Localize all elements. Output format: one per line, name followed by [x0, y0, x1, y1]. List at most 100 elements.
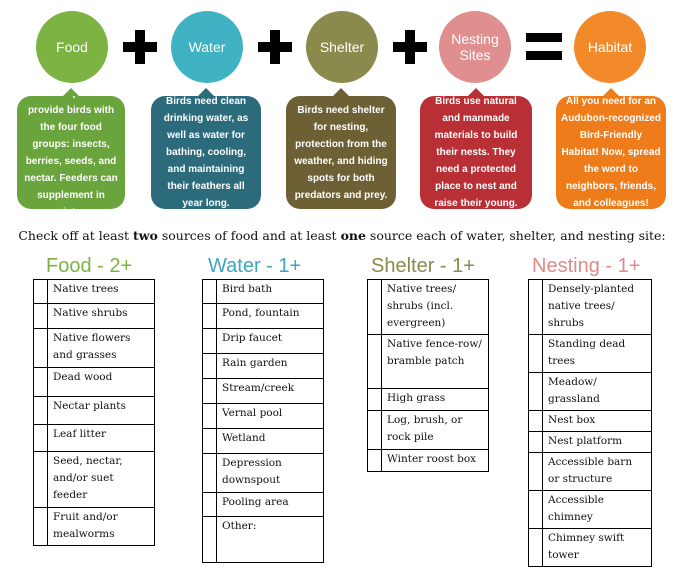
food-checkbox-8[interactable] [33, 507, 48, 546]
food-description: Native plants provide birds with the fou… [24, 87, 118, 218]
table-row: Depression downspout [202, 453, 324, 493]
water-checkbox-5[interactable] [202, 378, 217, 404]
food-checkbox-7[interactable] [33, 451, 48, 508]
water-checklist: Bird bath Pond, fountain Drip faucet Rai… [202, 279, 324, 563]
table-row: Rain garden [202, 353, 324, 379]
shelter-item-2: Native fence-row/ bramble patch [381, 334, 489, 389]
table-row: Pond, fountain [202, 303, 324, 329]
food-checkbox-3[interactable] [33, 328, 48, 368]
water-item-10[interactable]: Other: [216, 516, 324, 563]
shelter-checkbox-3[interactable] [367, 388, 382, 411]
circle-food: Food [36, 11, 108, 83]
nesting-checkbox-3[interactable] [528, 372, 543, 411]
circle-nesting-sites-label: Nesting Sites [451, 31, 499, 63]
water-item-3: Drip faucet [216, 328, 324, 354]
nesting-item-4: Nest box [542, 410, 652, 432]
table-row: Nest box [528, 410, 652, 432]
water-checkbox-9[interactable] [202, 492, 217, 517]
nesting-checkbox-5[interactable] [528, 431, 543, 453]
food-checkbox-5[interactable] [33, 396, 48, 425]
table-row: Leaf litter [33, 424, 155, 452]
table-row: Accessible barn or structure [528, 452, 652, 491]
shelter-checkbox-2[interactable] [367, 334, 382, 389]
shelter-checkbox-1[interactable] [367, 279, 382, 335]
equals-icon [526, 33, 562, 63]
water-checkbox-8[interactable] [202, 453, 217, 493]
table-row: Nest platform [528, 431, 652, 453]
table-row: Native fence-row/ bramble patch [367, 334, 489, 389]
nesting-item-6: Accessible barn or structure [542, 452, 652, 491]
nesting-description: Birds use natural and manmade materials … [434, 96, 518, 209]
nesting-checkbox-7[interactable] [528, 490, 543, 529]
table-row: Drip faucet [202, 328, 324, 354]
nesting-checkbox-6[interactable] [528, 452, 543, 491]
water-checkbox-10[interactable] [202, 516, 217, 563]
nesting-checkbox-1[interactable] [528, 279, 543, 335]
table-row: Wetland [202, 428, 324, 454]
instructions: Check off at least two sources of food a… [18, 228, 666, 243]
shelter-item-3: High grass [381, 388, 489, 411]
food-item-2: Native shrubs [47, 303, 155, 329]
food-checkbox-6[interactable] [33, 424, 48, 452]
shelter-item-4: Log, brush, or rock pile [381, 410, 489, 450]
table-row: Bird bath [202, 279, 324, 304]
water-checkbox-3[interactable] [202, 328, 217, 354]
food-checkbox-4[interactable] [33, 367, 48, 397]
plus-icon [258, 30, 292, 64]
table-row: Pooling area [202, 492, 324, 517]
nesting-checkbox-2[interactable] [528, 334, 543, 373]
water-checkbox-7[interactable] [202, 428, 217, 454]
water-item-7: Wetland [216, 428, 324, 454]
nesting-item-1: Densely-planted native trees/ shrubs [542, 279, 652, 335]
shelter-checkbox-4[interactable] [367, 410, 382, 450]
table-row: Fruit and/or mealworms [33, 507, 155, 546]
food-item-1: Native trees [47, 279, 155, 304]
table-row: Other: [202, 516, 324, 563]
table-row: Densely-planted native trees/ shrubs [528, 279, 652, 335]
food-heading: Food - 2+ [46, 255, 133, 277]
habitat-description: All you need for an Audubon-recognized B… [561, 96, 661, 209]
food-item-7: Seed, nectar, and/or suet feeder [47, 451, 155, 508]
food-item-6: Leaf litter [47, 424, 155, 452]
water-checkbox-1[interactable] [202, 279, 217, 304]
circle-shelter: Shelter [306, 11, 378, 83]
shelter-checkbox-5[interactable] [367, 449, 382, 472]
water-checkbox-2[interactable] [202, 303, 217, 329]
food-item-8: Fruit and/or mealworms [47, 507, 155, 546]
food-checkbox-2[interactable] [33, 303, 48, 329]
shelter-checklist: Native trees/ shrubs (incl. evergreen) N… [367, 279, 489, 472]
circle-shelter-label: Shelter [319, 39, 365, 55]
shelter-heading: Shelter - 1+ [371, 255, 475, 277]
water-item-8: Depression downspout [216, 453, 324, 493]
shelter-description-box: Birds need shelter for nesting, protecti… [286, 88, 396, 209]
table-row: High grass [367, 388, 489, 411]
nesting-checkbox-8[interactable] [528, 528, 543, 567]
food-item-4: Dead wood [47, 367, 155, 397]
table-row: Meadow/ grassland [528, 372, 652, 411]
nesting-item-2: Standing dead trees [542, 334, 652, 373]
circle-water: Water [171, 11, 243, 83]
table-row: Native trees/ shrubs (incl. evergreen) [367, 279, 489, 335]
water-item-5: Stream/creek [216, 378, 324, 404]
table-row: Vernal pool [202, 403, 324, 429]
water-description-box: Birds need clean drinking water, as well… [151, 88, 261, 209]
plus-icon [393, 30, 427, 64]
water-item-4: Rain garden [216, 353, 324, 379]
nesting-checklist: Densely-planted native trees/ shrubs Sta… [528, 279, 652, 567]
table-row: Native flowers and grasses [33, 328, 155, 368]
water-checkbox-4[interactable] [202, 353, 217, 379]
water-checkbox-6[interactable] [202, 403, 217, 429]
table-row: Nectar plants [33, 396, 155, 425]
food-checklist: Native trees Native shrubs Native flower… [33, 279, 155, 546]
circle-habitat-label: Habitat [587, 39, 633, 55]
water-item-1: Bird bath [216, 279, 324, 304]
circle-nesting-sites: Nesting Sites [439, 11, 511, 83]
nesting-item-8: Chimney swift tower [542, 528, 652, 567]
food-checkbox-1[interactable] [33, 279, 48, 304]
plus-icon [123, 30, 157, 64]
table-row: Winter roost box [367, 449, 489, 472]
nesting-description-box: Birds use natural and manmade materials … [420, 88, 532, 209]
table-row: Log, brush, or rock pile [367, 410, 489, 450]
shelter-description: Birds need shelter for nesting, protecti… [294, 104, 388, 201]
nesting-checkbox-4[interactable] [528, 410, 543, 432]
